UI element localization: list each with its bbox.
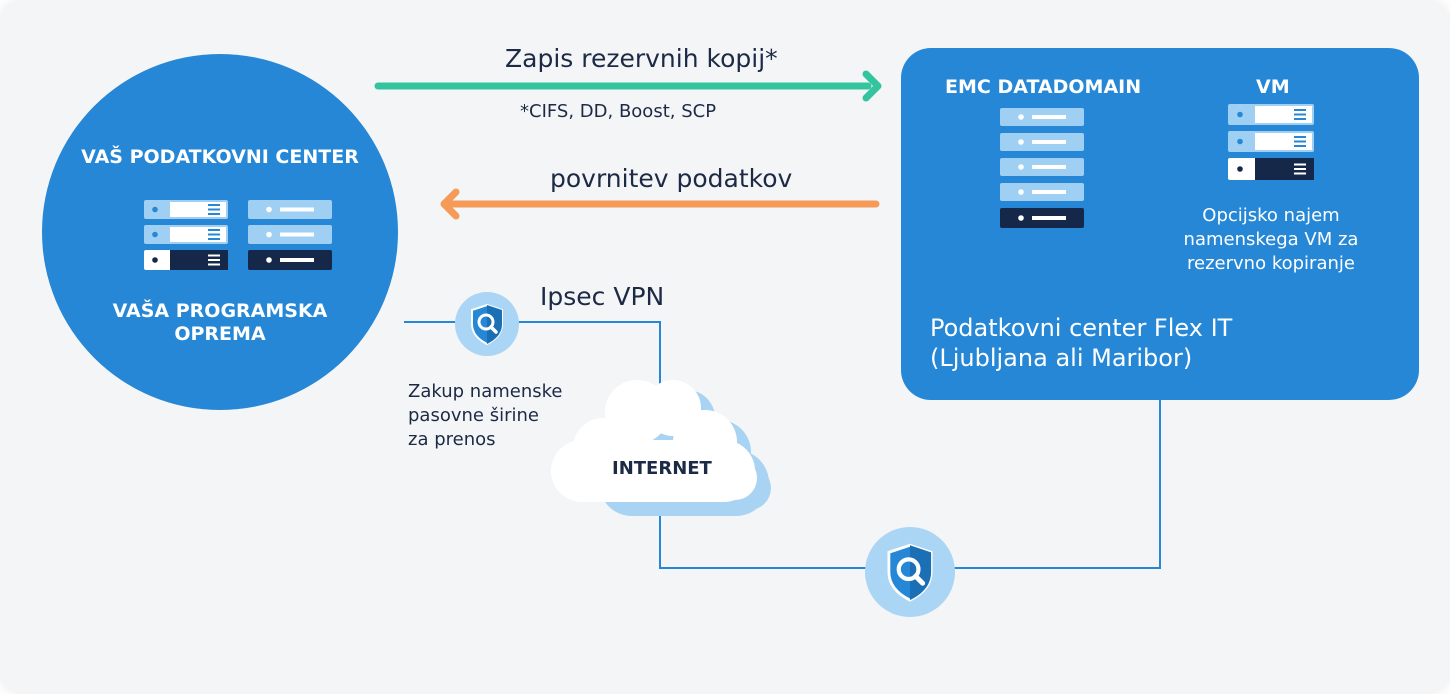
internet-label: INTERNET (612, 458, 712, 479)
flex-dc-name-line2: (Ljubljana ali Maribor) (930, 344, 1193, 372)
your-software-line1: VAŠA PROGRAMSKA (112, 300, 328, 322)
bandwidth-line2: pasovne širine (408, 405, 539, 426)
vm-note-line3: rezervno kopiranje (1187, 253, 1355, 274)
vpn-label: Ipsec VPN (540, 282, 665, 311)
your-software-line2: OPREMA (174, 323, 266, 345)
vm-note-line2: namenskega VM za (1183, 229, 1359, 250)
backup-label: Zapis rezervnih kopij* (505, 44, 778, 73)
bandwidth-line3: za prenos (408, 429, 496, 450)
flex-dc-name-line1: Podatkovni center Flex IT (930, 314, 1233, 342)
line-shield-badge (865, 527, 955, 617)
datadomain-label: EMC DATADOMAIN (945, 76, 1142, 98)
backup-protocols: *CIFS, DD, Boost, SCP (520, 101, 717, 122)
shield-search-icon (887, 543, 933, 602)
flex-it-datacenter-box (901, 48, 1419, 400)
vm-label: VM (1256, 76, 1290, 98)
bandwidth-line1: Zakup namenske (408, 381, 563, 402)
vpn-path (404, 321, 1161, 569)
cloud-icon (551, 380, 771, 516)
server-rack-icon (1228, 104, 1314, 180)
backup-arrow (374, 70, 882, 102)
your-dc-title: VAŠ PODATKOVNI CENTER (81, 146, 359, 168)
server-rack-icon (248, 200, 332, 270)
server-rack-icon (144, 200, 228, 270)
restore-arrow (440, 188, 880, 220)
vpn-shield-badge (455, 292, 519, 356)
restore-label: povrnitev podatkov (550, 164, 793, 193)
server-rack-icon (1000, 108, 1084, 228)
vm-note-line1: Opcijsko najem (1202, 205, 1340, 226)
shield-search-icon (471, 303, 503, 346)
